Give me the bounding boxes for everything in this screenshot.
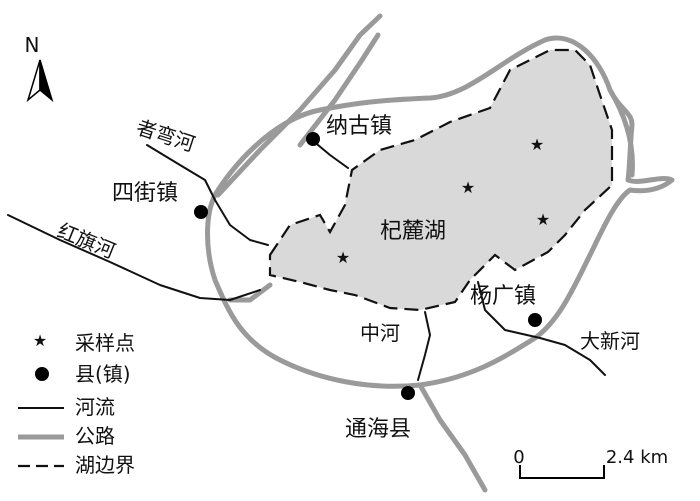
scale-zero: 0: [513, 447, 524, 468]
road-north-ne: [297, 32, 381, 148]
town-label-sijie: 四街镇: [112, 181, 178, 206]
town-dot-nagu: [306, 132, 320, 146]
river-zhong: [417, 311, 431, 381]
town-label-nagu: 纳古镇: [326, 114, 392, 139]
legend-river-label: 河流: [75, 395, 115, 419]
town-label-yangguang: 杨广镇: [470, 284, 536, 309]
road-north-nw: [215, 13, 383, 198]
lake-label: 杞麓湖: [380, 219, 446, 244]
river-zhewan: [146, 144, 269, 246]
sample-star: ★: [530, 135, 544, 154]
legend-star-icon: ★: [33, 331, 47, 350]
legend-county-icon: [35, 367, 49, 381]
legend-county-label: 县(镇): [75, 362, 131, 386]
sample-star: ★: [461, 178, 475, 197]
scale-line: [519, 465, 605, 479]
road-south: [417, 382, 488, 493]
river-label-hongqi: 红旗河: [54, 218, 119, 263]
town-dot-sijie: [194, 205, 208, 219]
road-east-edge: [607, 87, 635, 178]
river-nagu: [311, 139, 349, 169]
legend: ★ 采样点 县(镇) 河流 公路 湖边界: [18, 331, 135, 477]
river-label-daxin: 大新河: [580, 329, 640, 353]
town-markers: [194, 132, 542, 400]
river-daxin: [477, 281, 606, 376]
town-dot-tonghai: [401, 386, 415, 400]
legend-sample-label: 采样点: [75, 331, 135, 355]
sample-star: ★: [536, 210, 550, 229]
river-label-zhewan: 者弯河: [133, 115, 197, 156]
lake-boundary: [268, 48, 614, 312]
road-sw: [227, 282, 273, 303]
scale-bar: 0 2.4 km: [513, 447, 668, 479]
river-hongqi: [7, 214, 261, 301]
north-letter: N: [25, 33, 40, 57]
road-ring: [205, 35, 675, 389]
town-label-tonghai: 通海县: [345, 417, 411, 442]
legend-lake-boundary-label: 湖边界: [75, 453, 135, 477]
legend-road-label: 公路: [75, 424, 115, 448]
north-arrow: N: [25, 33, 54, 103]
scale-max: 2.4 km: [606, 447, 668, 468]
river-label-zhong: 中河: [360, 321, 400, 345]
rivers: [7, 139, 606, 381]
sample-points: ★ ★ ★ ★: [336, 135, 550, 267]
town-dot-yangguang: [528, 313, 542, 327]
north-arrow-icon: [26, 59, 41, 103]
sample-star: ★: [336, 248, 350, 267]
roads: [205, 13, 675, 493]
